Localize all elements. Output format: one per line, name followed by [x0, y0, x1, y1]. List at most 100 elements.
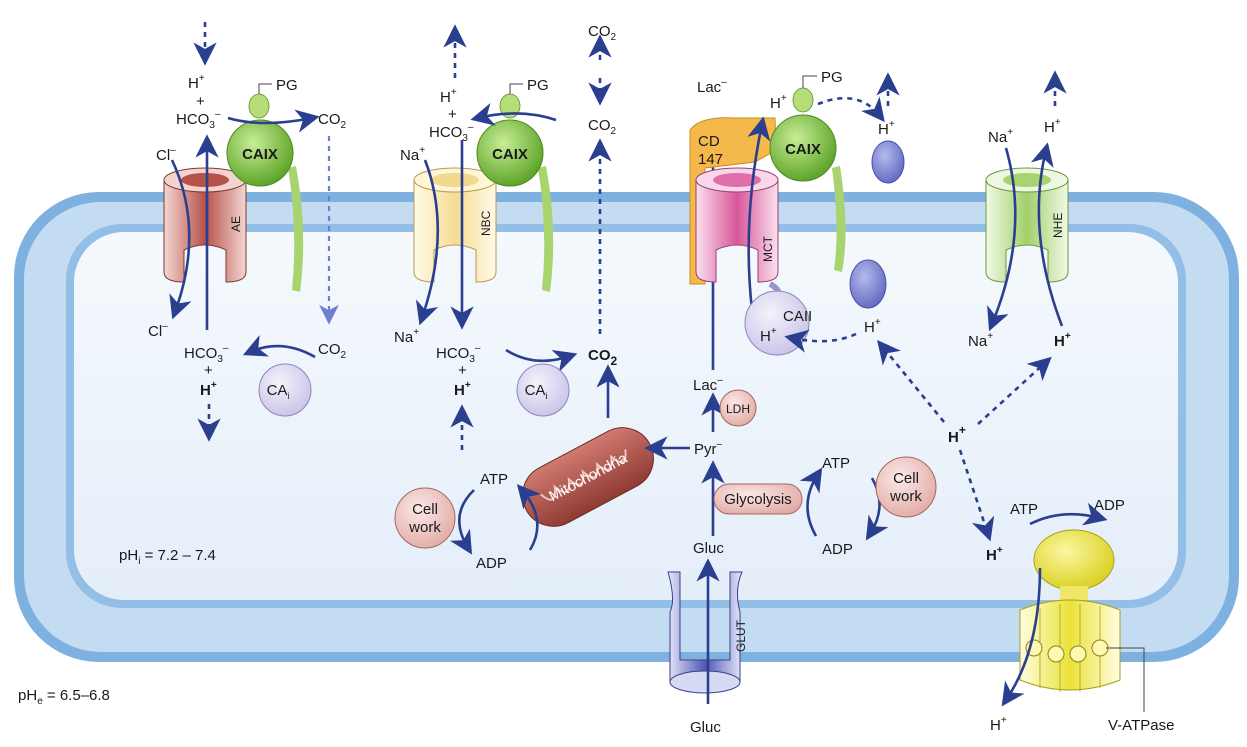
ae-co2-out-label: CO2	[318, 111, 347, 131]
mct-label: MCT	[761, 235, 775, 262]
vatpase-h-in-label: H+	[986, 545, 1003, 564]
nbc-h-label: H+	[440, 87, 457, 106]
nbc-plus-in-label: +	[458, 362, 467, 379]
svg-text:CAII: CAII	[783, 308, 812, 325]
nhe-label: NHE	[1051, 213, 1065, 238]
caix-hydration-arrow-1	[227, 109, 320, 133]
glyco-cellwork-arrow	[865, 477, 889, 541]
pg-leader-2	[509, 83, 523, 94]
glycolysis-node: Glycolysis	[713, 483, 803, 515]
co2-intracellular-label: CO2	[588, 347, 618, 368]
nhe-h-export-arrow	[1030, 142, 1064, 327]
nbc-co2-formation-arrow	[505, 348, 578, 373]
ae-cl-import-arrow	[169, 159, 192, 320]
svg-text:147: 147	[698, 151, 723, 168]
h-to-vatpase-arrow	[958, 449, 995, 542]
membrane-protein-oval-outer	[871, 140, 905, 184]
ae-plus-label: +	[196, 93, 205, 110]
mitochondrion: Mitochondria	[522, 427, 654, 527]
ae-cl-out-label: Cl–	[156, 145, 176, 164]
ae-h-label: H+	[188, 73, 205, 92]
caix-h-transfer-arrow	[817, 96, 885, 123]
svg-text:work: work	[408, 519, 441, 536]
mito-cellwork-arrow	[449, 489, 475, 555]
pg-leader-1	[258, 83, 272, 94]
ae-cl-in-label: Cl–	[148, 321, 168, 340]
co2-top-label: CO2	[588, 23, 617, 43]
ae-hco3-in-label: HCO3–	[184, 343, 229, 365]
glucose-out-label: Gluc	[690, 719, 721, 736]
nbc-na-in-label: Na+	[394, 327, 419, 346]
ae-co2-in-label: CO2	[318, 341, 347, 361]
ae-transporter: AE	[163, 167, 247, 283]
pg-label-3: PG	[821, 69, 843, 86]
cell-work-node-2: Cell work	[875, 456, 937, 518]
mct-transporter: MCT	[695, 167, 779, 283]
intracellular-ph-label: pHi = 7.2 – 7.4	[119, 547, 216, 567]
caix-label-1: CAIX	[242, 146, 278, 163]
vatpase-label: V-ATPase	[1108, 717, 1174, 734]
nbc-na-import-arrow	[415, 159, 440, 326]
ae-label: AE	[229, 216, 243, 232]
pg-leader-3	[802, 75, 817, 88]
nbc-h-in-label: H+	[454, 380, 471, 399]
glyco-adp-label: ADP	[822, 541, 853, 558]
carbonic-anhydrase-intracellular-1: CAi	[258, 363, 312, 417]
glyco-atp-synthesis-arrow	[799, 467, 823, 537]
caix-label-3: CAIX	[785, 141, 821, 158]
mito-atp-synthesis-arrow	[516, 484, 542, 551]
nhe-h-out-label: H+	[1044, 117, 1061, 136]
mito-adp-label: ADP	[476, 555, 507, 572]
nhe-h-in-label: H+	[1054, 331, 1071, 350]
membrane-protein-oval-inner	[849, 259, 887, 309]
glyco-atp-label: ATP	[822, 455, 850, 472]
nbc-plus-label: +	[448, 106, 457, 123]
mito-atp-label: ATP	[480, 471, 508, 488]
central-h-label: H+	[948, 423, 966, 446]
ae-hco3-label: HCO3–	[176, 109, 221, 131]
cai-dehydration-arrow-1	[242, 335, 316, 359]
cell-work-node-1: Cell work	[394, 487, 456, 549]
glut-label: GLUT	[734, 619, 748, 652]
nhe-na-out-label: Na+	[988, 127, 1013, 146]
svg-text:CD: CD	[698, 133, 720, 150]
nhe-na-in-label: Na+	[968, 331, 993, 350]
caix-enzyme-3: CAIX	[769, 87, 846, 272]
lactate-in-label: Lac–	[693, 375, 723, 394]
vatpase-h-out-label: H+	[990, 715, 1007, 734]
nbc-label: NBC	[479, 210, 493, 236]
carbonic-anhydrase-intracellular-2: CAi	[516, 363, 570, 417]
svg-text:CAi: CAi	[267, 382, 290, 401]
co2-mid-label: CO2	[588, 117, 617, 137]
nbc-hco3-label: HCO3–	[429, 122, 474, 144]
nbc-hco3-in-label: HCO3–	[436, 343, 481, 365]
caix-enzyme-2: CAIX	[476, 93, 554, 292]
nbc-na-out-label: Na+	[400, 145, 425, 164]
vatpase-h-efflux-arrow	[1001, 567, 1042, 707]
cytosolic-h-label: H+	[864, 317, 881, 336]
pyruvate-label: Pyr–	[694, 439, 723, 458]
vatpase-leader	[1106, 647, 1145, 712]
ae-plus-in-label: +	[204, 362, 213, 379]
mct-h-efflux-arrow	[747, 116, 771, 311]
caix-hydration-arrow-2	[470, 103, 557, 126]
svg-text:LDH: LDH	[726, 402, 750, 416]
svg-text:work: work	[889, 488, 922, 505]
mct-h-out-label: H+	[770, 93, 787, 112]
nhe-na-import-arrow	[987, 147, 1017, 332]
nbc-transporter: NBC	[413, 167, 497, 283]
extracellular-h-label-1: H+	[878, 119, 895, 138]
svg-text:CAi: CAi	[525, 382, 548, 401]
vatpase-hydrolysis-arrow	[1029, 502, 1108, 526]
svg-text:Glycolysis: Glycolysis	[724, 491, 792, 508]
pg-label-1: PG	[276, 77, 298, 94]
vatpase-atp-label: ATP	[1010, 501, 1038, 518]
caix-label-2: CAIX	[492, 146, 528, 163]
ldh-enzyme: LDH	[719, 389, 757, 427]
glut-transporter: GLUT	[667, 571, 748, 694]
v-atpase-pump	[1019, 529, 1121, 692]
extracellular-ph-label: pHe = 6.5–6.8	[18, 687, 110, 707]
ae-h-in-label: H+	[200, 380, 217, 399]
vatpase-adp-label: ADP	[1094, 497, 1125, 514]
